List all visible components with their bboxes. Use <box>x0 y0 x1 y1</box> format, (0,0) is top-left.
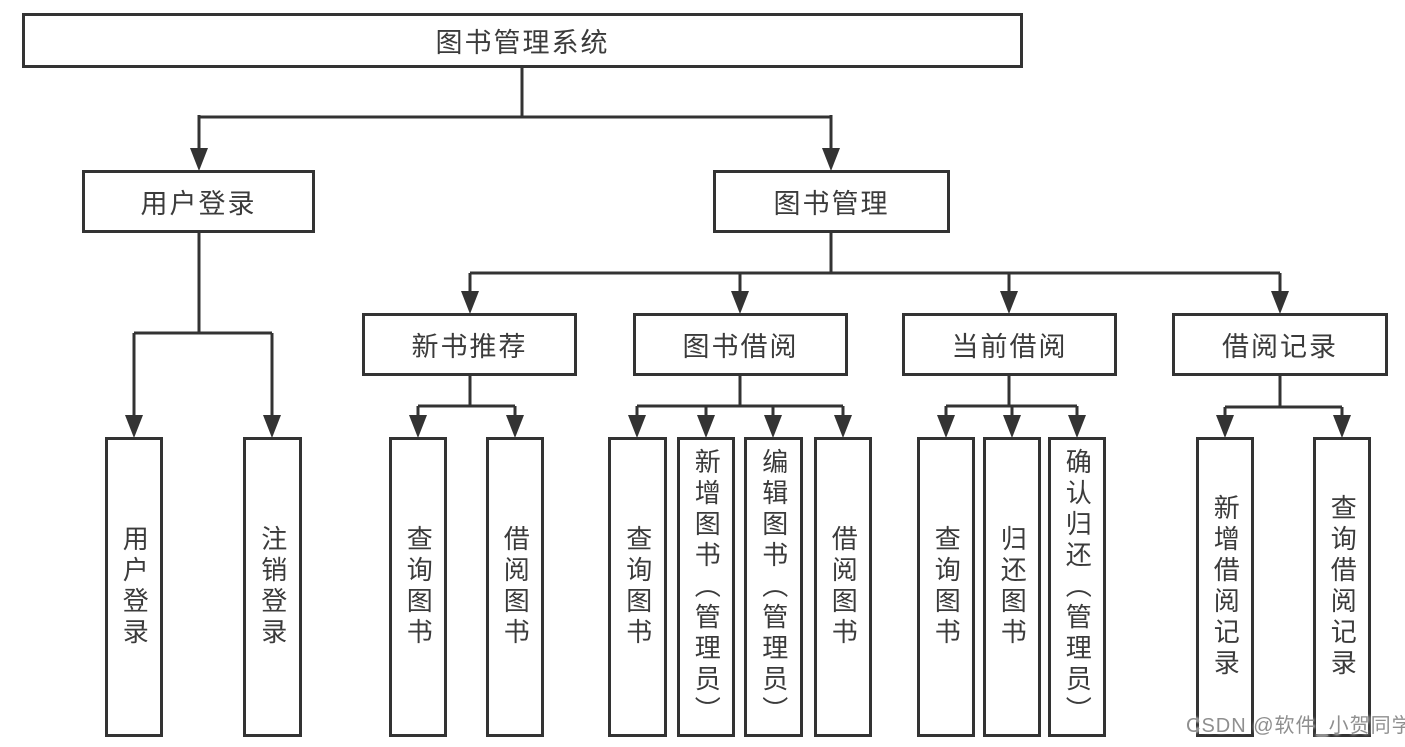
leaf-label: 查询图书 <box>931 525 962 649</box>
leaf-query-borrow-record: 查询借阅记录 <box>1313 437 1371 737</box>
leaf-borrow-books-recommend: 借阅图书 <box>486 437 544 737</box>
leaf-return-book: 归还图书 <box>983 437 1041 737</box>
leaf-label: 借阅图书 <box>500 525 531 649</box>
leaf-edit-book-admin: 编辑图书（管理员） <box>744 437 803 737</box>
node-new-book-recommend: 新书推荐 <box>362 313 577 376</box>
node-book-borrowing: 图书借阅 <box>633 313 848 376</box>
leaf-user-login: 用户登录 <box>105 437 163 737</box>
leaf-label: 查询图书 <box>403 525 434 649</box>
leaf-label: 归还图书 <box>997 525 1028 649</box>
leaf-label: 用户登录 <box>119 525 150 649</box>
leaf-label: 查询借阅记录 <box>1327 494 1358 680</box>
leaf-query-books-borrowing: 查询图书 <box>608 437 667 737</box>
leaf-label: 确认归还（管理员） <box>1062 447 1093 727</box>
leaf-label: 编辑图书（管理员） <box>758 447 789 727</box>
node-user-login: 用户登录 <box>82 170 315 233</box>
node-borrowing-records: 借阅记录 <box>1172 313 1388 376</box>
leaf-label: 新增图书（管理员） <box>691 447 722 727</box>
leaf-label: 借阅图书 <box>828 525 859 649</box>
leaf-label: 查询图书 <box>622 525 653 649</box>
leaf-add-borrow-record: 新增借阅记录 <box>1196 437 1254 737</box>
leaf-add-book-admin: 新增图书（管理员） <box>677 437 735 737</box>
leaf-label: 注销登录 <box>257 525 288 649</box>
leaf-query-books-recommend: 查询图书 <box>389 437 447 737</box>
node-current-borrowing: 当前借阅 <box>902 313 1117 376</box>
node-library-system: 图书管理系统 <box>22 13 1023 68</box>
node-book-management: 图书管理 <box>713 170 950 233</box>
csdn-watermark: CSDN @软件_小贺同学 <box>1186 715 1405 737</box>
leaf-label: 新增借阅记录 <box>1210 494 1241 680</box>
leaf-logout: 注销登录 <box>243 437 302 737</box>
leaf-borrow-books-borrowing: 借阅图书 <box>814 437 872 737</box>
leaf-confirm-return-admin: 确认归还（管理员） <box>1048 437 1106 737</box>
leaf-query-books-current: 查询图书 <box>917 437 975 737</box>
